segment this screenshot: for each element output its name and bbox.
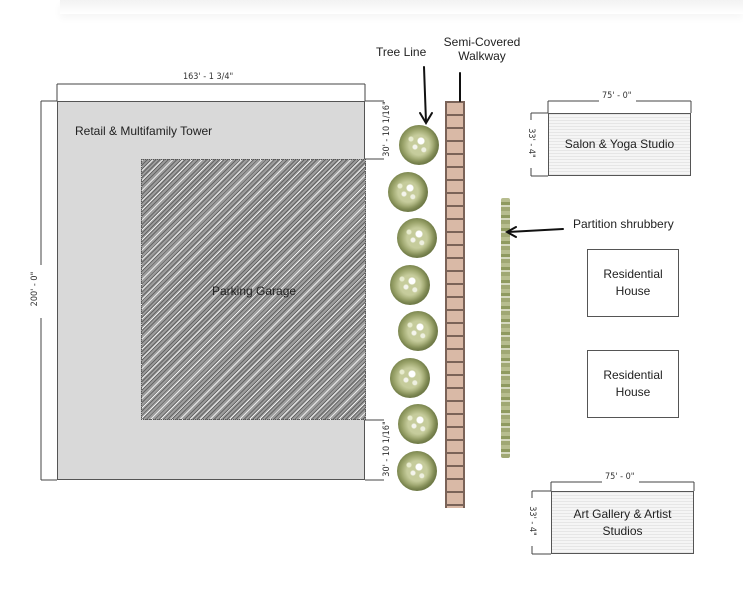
top-toolbar-shadow xyxy=(60,0,743,14)
partition-label: Partition shrubbery xyxy=(573,217,674,231)
residential-house-2: Residential House xyxy=(587,350,679,418)
gallery-depth-dim: 33' - 4" xyxy=(527,506,537,536)
gallery-width-dim: 75' - 0" xyxy=(605,472,635,482)
house2-label-line2: House xyxy=(615,385,651,399)
house2-label-line1: Residential xyxy=(603,368,663,382)
gallery-label-line1: Art Gallery & Artist xyxy=(573,506,672,521)
garage-label: Parking Garage xyxy=(212,284,297,298)
tree-icon xyxy=(397,450,437,491)
tree-line-arrow xyxy=(423,66,427,123)
parking-garage xyxy=(141,159,366,420)
tree-icon xyxy=(390,264,430,305)
tower-label: Retail & Multifamily Tower xyxy=(75,124,213,138)
partition-shrubbery xyxy=(501,198,510,458)
tree-icon xyxy=(399,125,439,165)
gallery-label-line2: Studios xyxy=(602,523,643,538)
tree-icon xyxy=(397,218,437,258)
tree-icon xyxy=(388,171,428,212)
tree-icon xyxy=(390,357,430,398)
residential-house-1: Residential House xyxy=(587,249,679,317)
partition-arrow xyxy=(507,228,564,233)
salon-yoga-studio: Salon & Yoga Studio xyxy=(548,113,691,176)
semi-covered-walkway xyxy=(445,101,465,508)
tree-icon xyxy=(398,311,438,351)
house1-label-line1: Residential xyxy=(603,267,663,281)
tree-line-label: Tree Line xyxy=(376,45,427,59)
house1-label-line2: House xyxy=(615,284,651,298)
salon-depth-dim: 33' - 4" xyxy=(526,128,536,158)
tree-icon xyxy=(398,404,438,444)
art-gallery-studios: Art Gallery & Artist Studios xyxy=(551,491,694,554)
walkway-label-line2: Walkway xyxy=(458,49,506,63)
tower-width-dim: 163' - 1 3/4" xyxy=(183,72,234,82)
tower-offset-top-dim: 30' - 10 1/16" xyxy=(382,101,392,157)
salon-label: Salon & Yoga Studio xyxy=(564,137,675,151)
salon-width-dim: 75' - 0" xyxy=(602,91,632,101)
walkway-label: Semi-Covered Walkway xyxy=(442,35,522,63)
walkway-label-line1: Semi-Covered xyxy=(443,35,521,49)
tower-height-dim: 200' - 0" xyxy=(30,271,40,307)
tower-offset-bottom-dim: 30' - 10 1/16" xyxy=(382,421,392,477)
